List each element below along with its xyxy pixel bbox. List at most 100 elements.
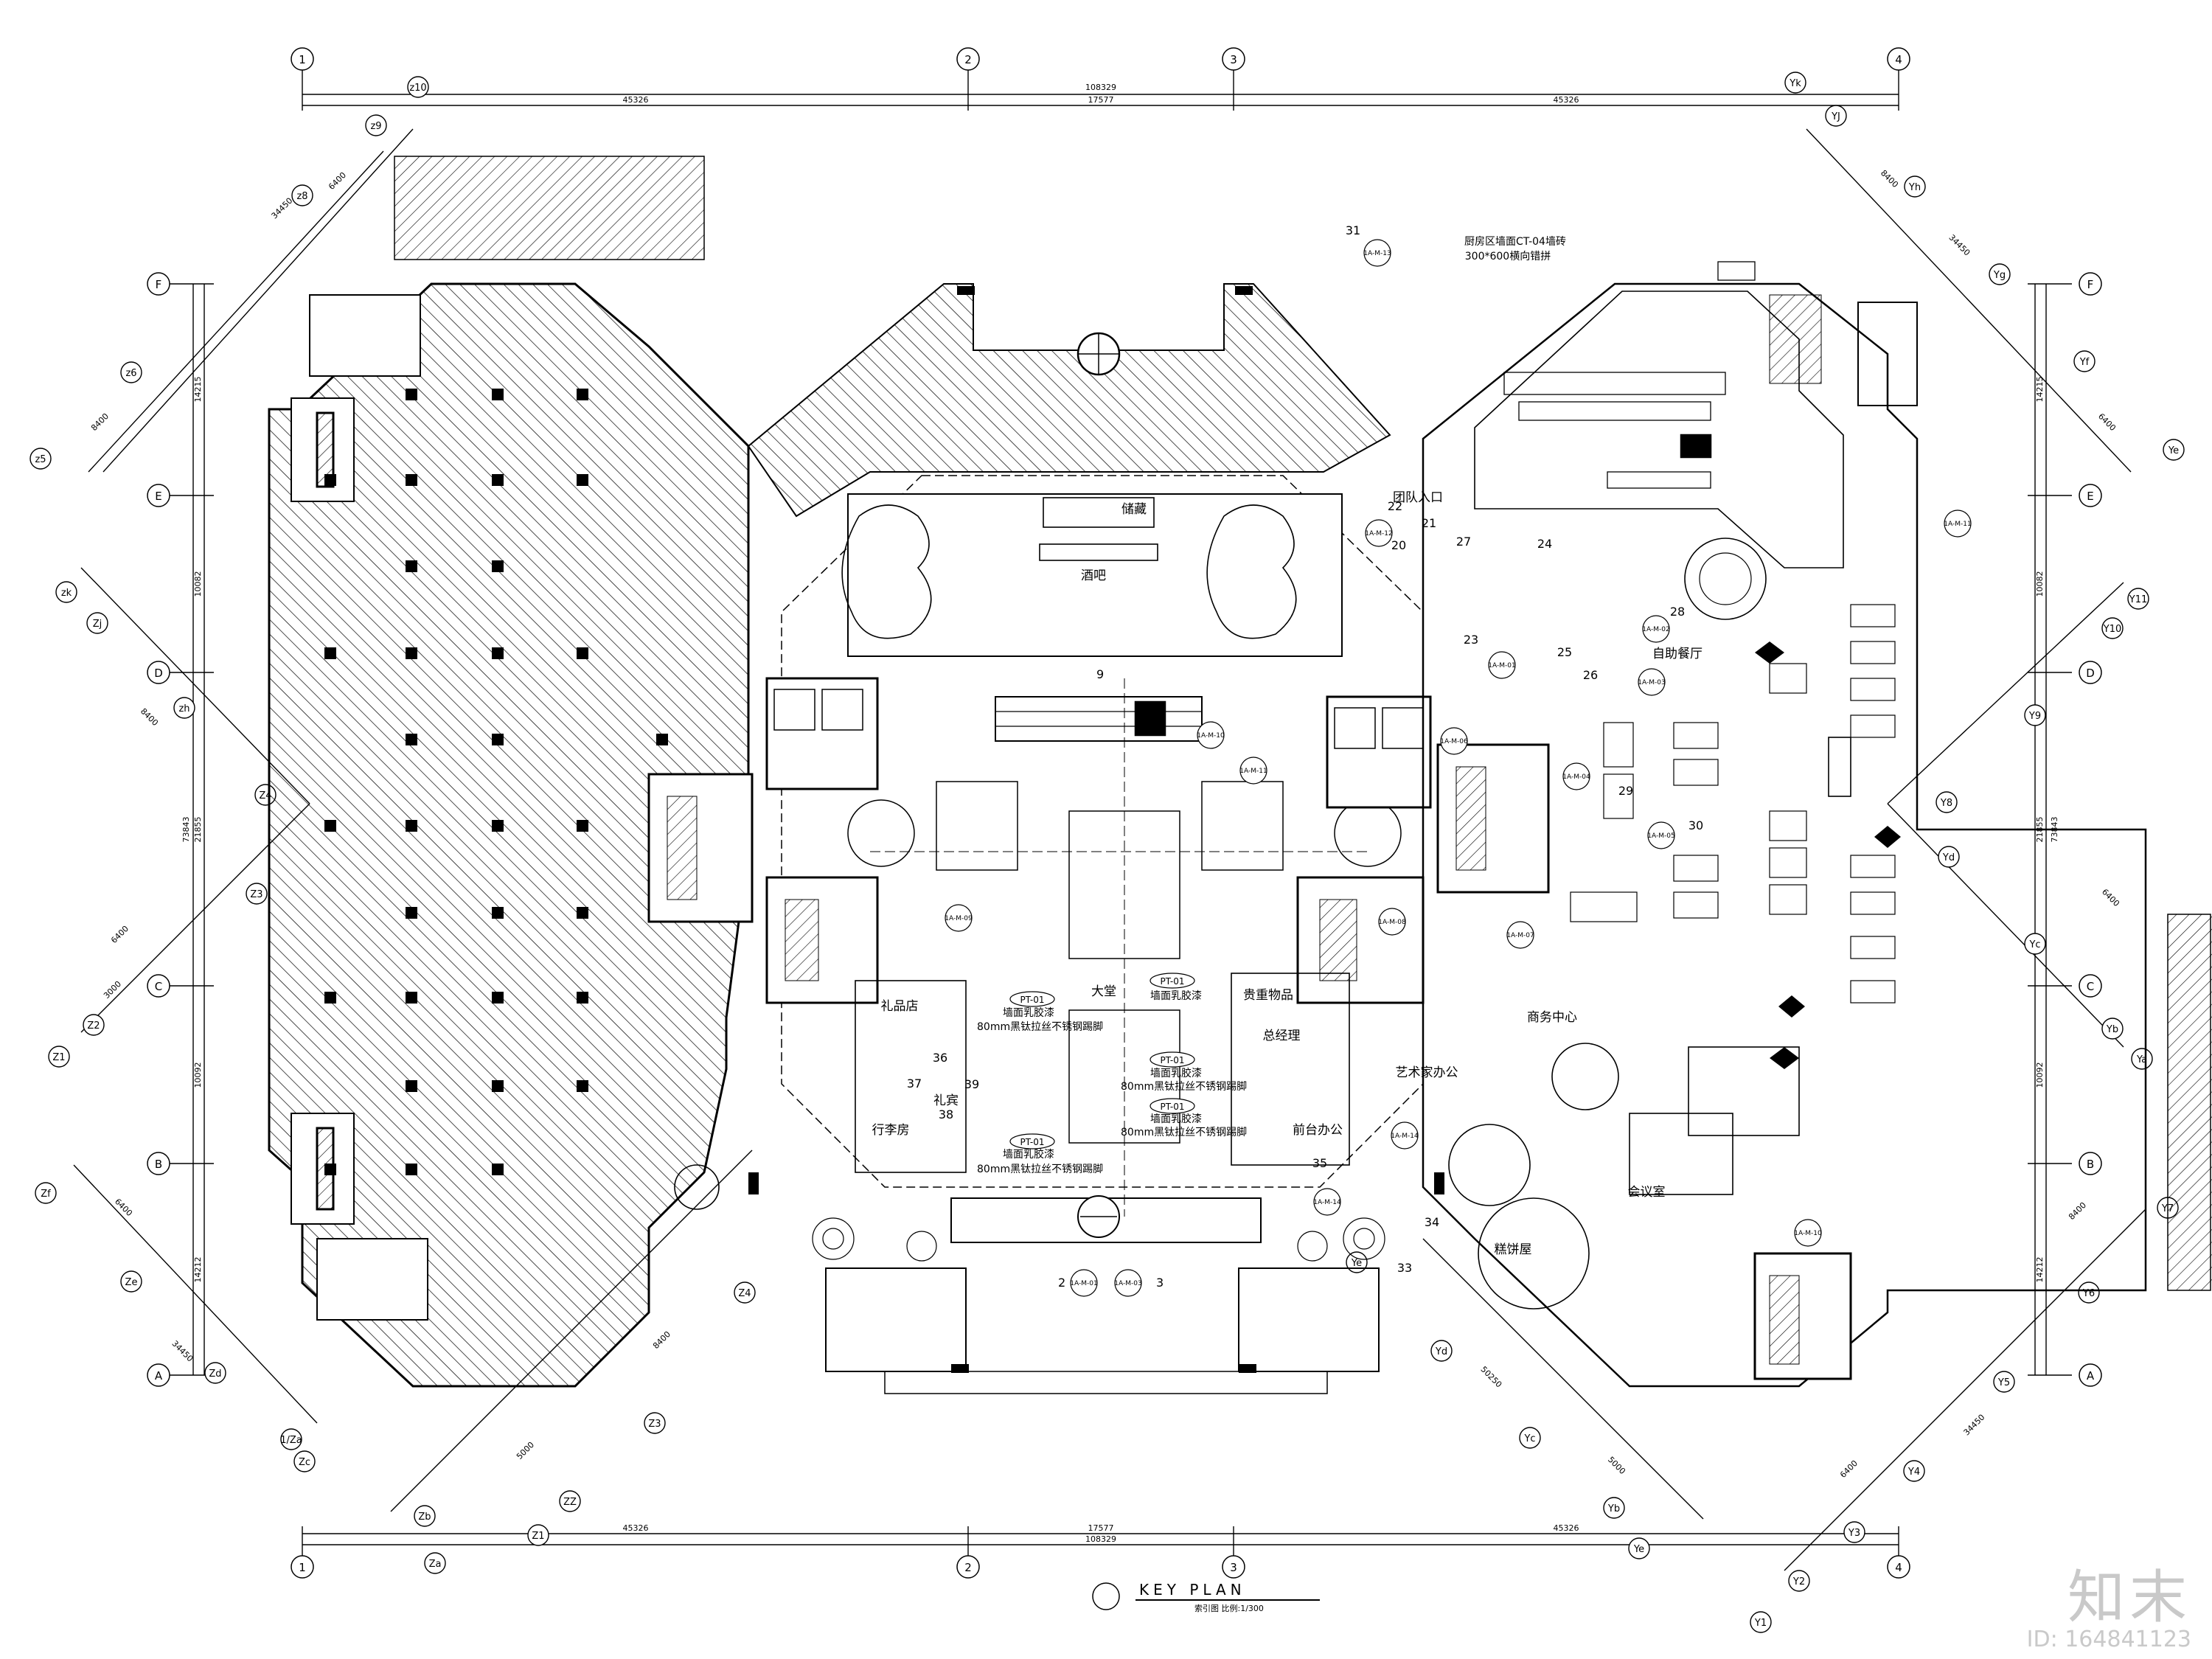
room-label-lobby: 大堂: [1091, 984, 1116, 999]
elevation-tag: 1A-M-14: [1313, 1188, 1341, 1216]
svg-text:PT-01: PT-01: [1160, 976, 1184, 987]
svg-text:Ye: Ye: [1633, 1544, 1644, 1555]
svg-text:Zd: Zd: [209, 1368, 221, 1380]
svg-text:1A-M-05: 1A-M-05: [1647, 832, 1674, 840]
room-label-business-center: 商务中心: [1527, 1010, 1577, 1025]
grid-bubble: z10: [407, 76, 429, 98]
svg-text:35: 35: [1312, 1156, 1327, 1170]
svg-text:1A-M-13: 1A-M-13: [1363, 250, 1391, 257]
svg-text:Yk: Yk: [1789, 78, 1801, 89]
svg-text:80mm黑钛拉丝不锈钢踢脚: 80mm黑钛拉丝不锈钢踢脚: [1121, 1127, 1247, 1138]
grid-bubble: Y8: [1935, 791, 1958, 813]
svg-text:墙面乳胶漆: 墙面乳胶漆: [1150, 1067, 1202, 1079]
svg-text:1A-M-14: 1A-M-14: [1313, 1199, 1341, 1206]
svg-text:墙面乳胶漆: 墙面乳胶漆: [1150, 990, 1202, 1002]
room-label-group-entrance: 团队入口: [1393, 490, 1443, 505]
grid-bubble: Yd: [1938, 846, 1960, 868]
svg-text:29: 29: [1618, 784, 1633, 798]
room-label-front-office: 前台办公: [1293, 1123, 1343, 1138]
watermark-logo: 知末: [2067, 1565, 2191, 1631]
grid-bubble: Yh: [1904, 175, 1926, 198]
svg-text:Yf: Yf: [2079, 357, 2090, 368]
section-markers: 2 3 9: [1058, 667, 1164, 1290]
svg-text:6400: 6400: [113, 1197, 134, 1218]
dim-top-left: 45326: [623, 95, 649, 105]
svg-text:Y8: Y8: [1940, 798, 1952, 809]
elevation-tag: 1A-M-11: [1239, 757, 1267, 785]
room-label-luggage: 行李房: [872, 1123, 910, 1138]
svg-text:YJ: YJ: [1831, 111, 1840, 122]
elevation-tag: 1A-M-05: [1647, 821, 1675, 849]
svg-text:z9: z9: [370, 121, 381, 132]
room-label-valuables: 贵重物品: [1243, 988, 1293, 1003]
svg-text:Ye: Ye: [2168, 445, 2179, 456]
grid-bubble: Y6: [2078, 1281, 2100, 1304]
grid-bubble: 4: [1887, 1555, 1910, 1579]
watermark-id: ID: 164841123: [2026, 1627, 2191, 1652]
svg-text:1A-M-11: 1A-M-11: [1944, 521, 1971, 528]
svg-text:39: 39: [964, 1077, 979, 1091]
svg-text:31: 31: [1346, 223, 1360, 237]
note-pt01-b: PT-01 墙面乳胶漆: [1150, 973, 1202, 1002]
grid-bubble: Y10: [2101, 617, 2124, 639]
grid-bubble: Yb: [2101, 1018, 2124, 1040]
svg-text:1A-M-03: 1A-M-03: [1638, 679, 1665, 686]
svg-text:34: 34: [1425, 1215, 1439, 1229]
dim-right-b: 10082: [2035, 571, 2045, 597]
svg-text:D: D: [2086, 667, 2095, 680]
svg-text:80mm黑钛拉丝不锈钢踢脚: 80mm黑钛拉丝不锈钢踢脚: [977, 1021, 1103, 1033]
left-wing: [268, 156, 750, 1388]
svg-text:1A-M-10: 1A-M-10: [1197, 732, 1225, 740]
grid-bubble: Z1: [527, 1524, 549, 1546]
svg-text:Yc: Yc: [2028, 939, 2040, 950]
svg-text:6400: 6400: [2100, 887, 2121, 908]
svg-text:Yc: Yc: [1523, 1433, 1535, 1444]
room-label-bakery: 糕饼屋: [1495, 1242, 1532, 1257]
svg-text:ZZ: ZZ: [563, 1497, 577, 1508]
svg-text:Y5: Y5: [1997, 1377, 2010, 1388]
grid-bubble: Ye: [1346, 1251, 1368, 1273]
svg-text:A: A: [2087, 1369, 2095, 1382]
elevation-tag: 1A-M-03: [1114, 1269, 1142, 1297]
dim-left-total: 73843: [181, 817, 191, 843]
grid-bubble: ZZ: [559, 1490, 581, 1512]
svg-text:3: 3: [1230, 53, 1237, 66]
svg-text:20: 20: [1391, 538, 1406, 552]
svg-text:8400: 8400: [1879, 168, 1900, 189]
svg-text:C: C: [2087, 980, 2094, 993]
grid-bubble: Z3: [246, 883, 268, 905]
svg-text:1: 1: [299, 1561, 306, 1574]
grid-bubble: E: [147, 484, 170, 507]
svg-text:36: 36: [933, 1051, 947, 1065]
svg-text:Y9: Y9: [2028, 711, 2041, 722]
room-label-bar: 酒吧: [1081, 568, 1106, 583]
svg-text:Ye: Ye: [1351, 1258, 1362, 1269]
svg-text:25: 25: [1557, 645, 1572, 659]
svg-text:6400: 6400: [327, 170, 348, 192]
svg-text:Z3: Z3: [250, 889, 262, 900]
svg-text:5000: 5000: [515, 1440, 536, 1461]
material-notes: PT-01 墙面乳胶漆 80mm黑钛拉丝不锈钢踢脚 PT-01 墙面乳胶漆 PT…: [977, 973, 1247, 1175]
room-label-storage: 储藏: [1121, 502, 1147, 517]
grid-bubble: Zc: [293, 1450, 316, 1472]
svg-text:D: D: [154, 667, 163, 680]
elevation-tags: 1A-M-13 1A-M-12 1A-M-01 1A-M-02 1A-M-03 …: [945, 239, 1972, 1297]
grid-bubble: Ye: [2163, 439, 2185, 461]
svg-text:34450: 34450: [1947, 233, 1972, 258]
dim-left-b: 10082: [193, 571, 203, 597]
svg-text:33: 33: [1397, 1261, 1412, 1275]
svg-text:B: B: [155, 1158, 162, 1171]
svg-text:23: 23: [1464, 633, 1478, 647]
grid-bubble: zh: [173, 697, 195, 719]
grid-bubble: 3: [1222, 1555, 1245, 1579]
svg-text:8400: 8400: [651, 1329, 672, 1351]
grid-bubble: Yg: [1989, 263, 2011, 285]
grid-bubble: B: [147, 1152, 170, 1175]
svg-text:Yd: Yd: [1942, 852, 1955, 863]
grid-bubble: Yk: [1784, 72, 1806, 94]
svg-text:Y4: Y4: [1907, 1467, 1920, 1478]
grid-bubble: Ye: [1628, 1537, 1650, 1559]
elevation-tag: 1A-M-01: [1488, 651, 1516, 679]
section-marker-3: 3: [1156, 1276, 1164, 1290]
svg-text:F: F: [156, 278, 162, 291]
